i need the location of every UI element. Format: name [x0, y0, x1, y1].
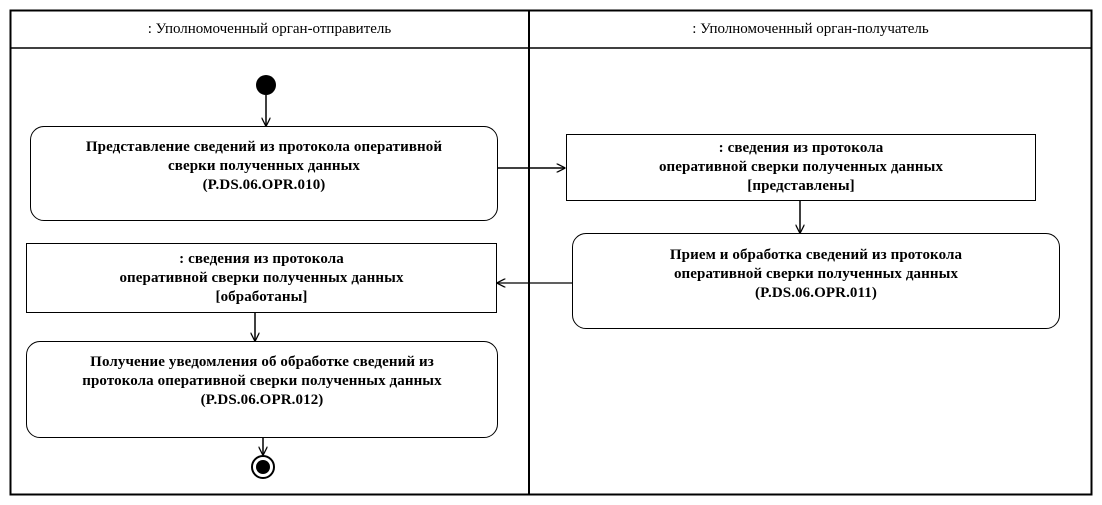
node-text-line: протокола оперативной сверки полученных …: [82, 373, 442, 389]
lane-title-sender: : Уполномоченный орган-отправитель: [147, 20, 392, 37]
node-text-line: Представление сведений из протокола опер…: [85, 139, 443, 155]
swimlane-frame: [9, 9, 1093, 496]
node-text-line: [обработаны]: [215, 288, 308, 305]
initial-node: [256, 75, 276, 95]
node-text-line: : сведения из протокола: [718, 140, 884, 156]
node-text-line: оперативной сверки полученных данных: [119, 269, 404, 286]
node-text-line: сверки полученных данных: [167, 158, 360, 174]
action-node-receive-notification: Получение уведомления об обработке сведе…: [26, 341, 498, 438]
node-text-line: (P.DS.06.OPR.012): [200, 392, 324, 408]
node-text-line: : сведения из протокола: [179, 250, 344, 267]
node-text-line: Прием и обработка сведений из протокола: [669, 246, 963, 263]
node-text-line: оперативной сверки полученных данных: [658, 159, 944, 175]
node-text-line: (P.DS.06.OPR.011): [755, 284, 877, 301]
object-node-data-submitted: : сведения из протокола оперативной свер…: [566, 134, 1036, 201]
node-text-line: [представлены]: [747, 178, 855, 194]
action-node-submit-data: Представление сведений из протокола опер…: [30, 126, 498, 221]
node-text-line: оперативной сверки полученных данных: [673, 265, 959, 282]
node-text-line: (P.DS.06.OPR.010): [202, 177, 326, 193]
object-node-data-processed: : сведения из протокола оперативной свер…: [26, 243, 497, 313]
action-node-receive-and-process: Прием и обработка сведений из протокола …: [572, 233, 1060, 329]
final-node: [251, 455, 275, 479]
lane-title-receiver: : Уполномоченный орган-получатель: [692, 20, 929, 37]
node-text-line: Получение уведомления об обработке сведе…: [90, 354, 434, 370]
